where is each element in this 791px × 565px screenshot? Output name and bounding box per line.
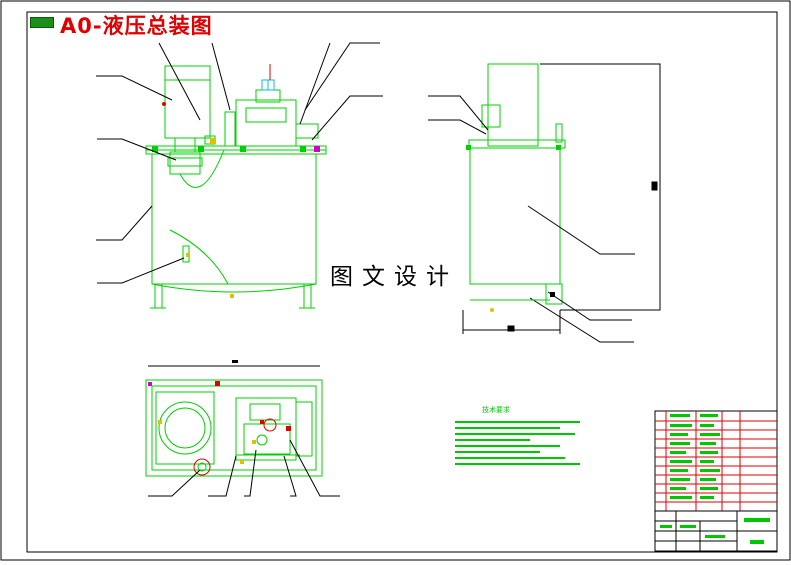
drawing-title: A0-液压总装图	[60, 14, 213, 38]
top-view-details	[148, 360, 320, 464]
top-tank-outline	[145, 379, 323, 477]
front-view	[145, 65, 327, 309]
tank-body	[151, 153, 317, 285]
side-view-details	[466, 145, 561, 312]
side-top-plate	[468, 139, 566, 149]
motor-flange	[158, 401, 212, 455]
motor-body	[164, 65, 211, 139]
top-view-leaders	[148, 439, 340, 497]
tech-notes: 技术要求	[455, 405, 580, 465]
side-view-leaders	[428, 95, 635, 343]
drawing-stamp	[30, 17, 54, 28]
title-block-text-marks	[660, 414, 770, 544]
front-view-details	[152, 64, 320, 298]
inner-border	[26, 11, 778, 553]
side-view	[468, 63, 566, 305]
title-block	[654, 410, 778, 552]
front-view-leaders	[96, 42, 383, 284]
watermark-text: 图文设计	[326, 264, 462, 292]
side-view-dims	[462, 63, 661, 334]
tech-notes-heading: 技术要求	[482, 405, 510, 414]
top-view	[145, 379, 323, 477]
side-tank	[469, 147, 561, 285]
